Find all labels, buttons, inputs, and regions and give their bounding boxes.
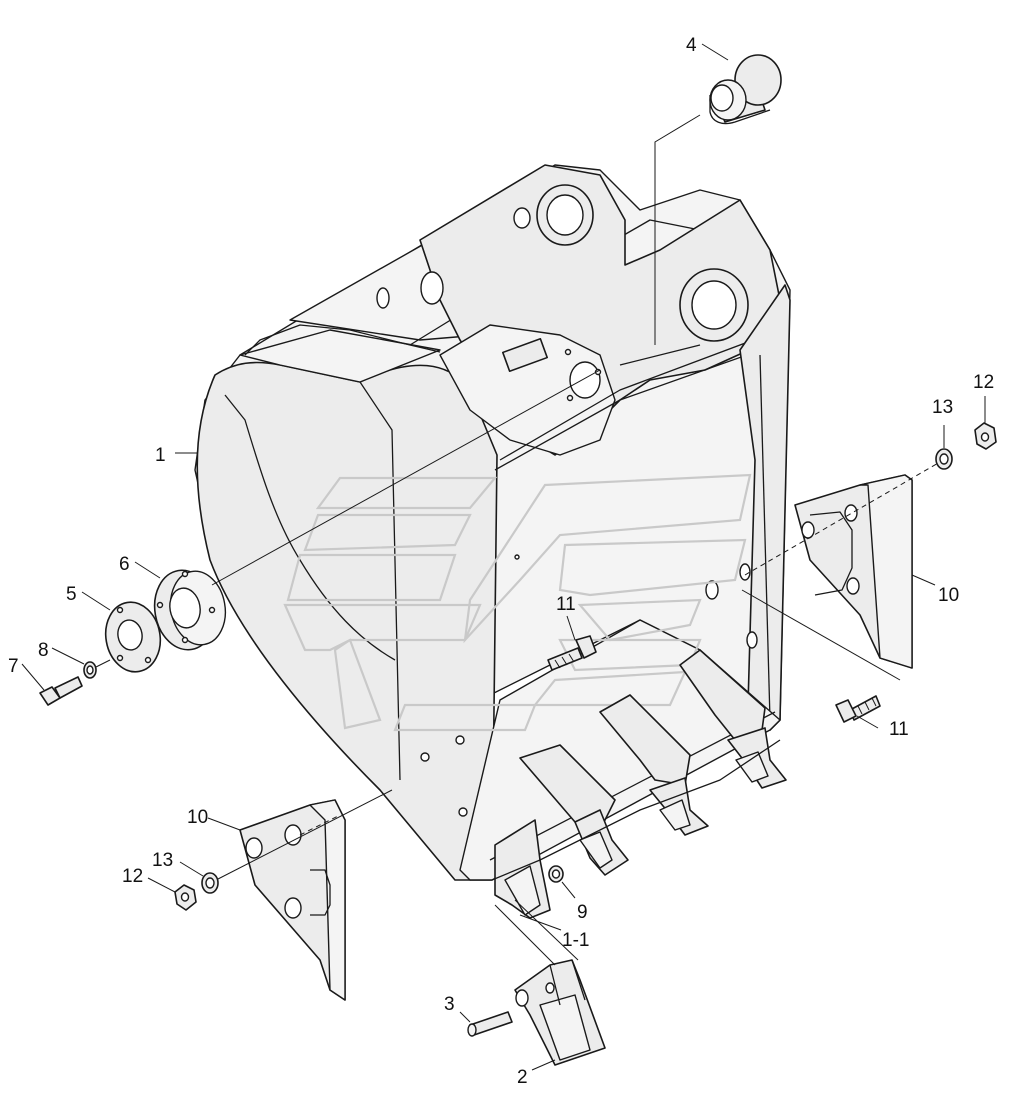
callout-13-right: 13 xyxy=(932,397,953,418)
part-5-washer-plate xyxy=(104,601,162,673)
part-10-side-cutter-right xyxy=(794,474,936,669)
part-2-tooth-exploded xyxy=(494,899,606,1066)
callout-9: 9 xyxy=(577,902,588,923)
callout-labels: 1 1-1 2 3 4 5 6 7 8 9 10 10 11 11 12 12 … xyxy=(8,35,994,1088)
part-12-nut-right xyxy=(974,396,997,450)
part-4-bushing xyxy=(654,54,782,345)
part-13-washer-left xyxy=(179,861,219,894)
callout-11-left: 11 xyxy=(556,594,576,615)
callout-11-right: 11 xyxy=(889,719,909,740)
right-assembly-axis xyxy=(744,461,941,576)
callout-3: 3 xyxy=(444,994,455,1015)
part-11-bolt-right xyxy=(835,695,881,729)
bucket-teeth-row xyxy=(491,649,787,919)
callout-2: 2 xyxy=(517,1067,528,1088)
part-3-pin xyxy=(459,1011,513,1037)
callout-5: 5 xyxy=(66,584,77,605)
part-6-collar xyxy=(153,369,601,651)
part-11-leader-right xyxy=(741,589,901,681)
callout-leaders xyxy=(21,43,729,1071)
callout-7: 7 xyxy=(8,656,19,677)
part-7-bolt xyxy=(39,659,111,706)
part-11-bolt-left xyxy=(547,615,597,671)
part-13-washer-right xyxy=(935,425,953,470)
part-8-washer xyxy=(83,661,97,679)
callout-6: 6 xyxy=(119,554,130,575)
callout-13-left: 13 xyxy=(152,850,173,871)
callout-10-right: 10 xyxy=(938,585,959,606)
part-9-washer xyxy=(548,865,576,899)
callout-12-right: 12 xyxy=(973,372,994,393)
callout-1: 1 xyxy=(155,445,166,466)
callout-12-left: 12 xyxy=(122,866,143,887)
part-10-side-cutter-left xyxy=(207,799,346,1001)
callout-8: 8 xyxy=(38,640,49,661)
callout-10-left: 10 xyxy=(187,807,208,828)
callout-4: 4 xyxy=(686,35,697,56)
part-12-nut-left xyxy=(147,789,393,911)
callout-1-1: 1-1 xyxy=(562,930,589,951)
